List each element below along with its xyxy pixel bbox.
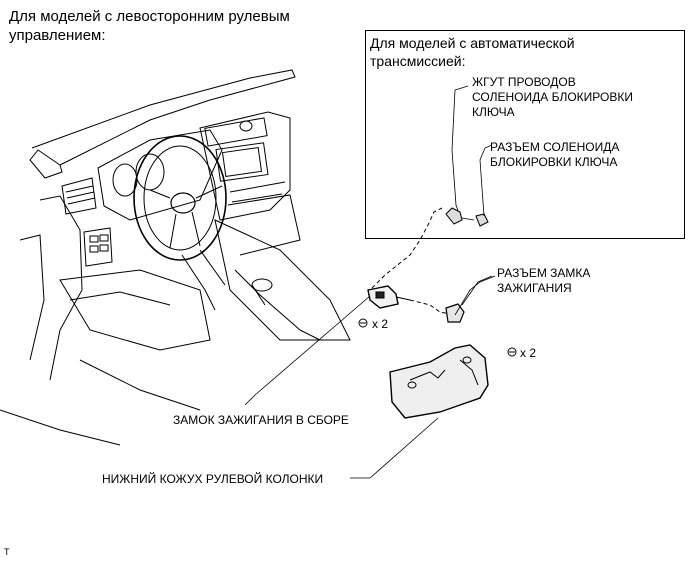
instrument-cluster (97, 129, 223, 221)
lower-column-cover (389, 344, 489, 419)
page-heading: Для моделей с левосторонним рулевым упра… (9, 8, 290, 44)
dashboard-top (31, 69, 296, 166)
knee-panel (59, 269, 211, 351)
center-stack (199, 111, 291, 221)
steering-wheel (133, 135, 227, 261)
screw-cover-icon (507, 347, 517, 357)
switch-panel (83, 227, 113, 267)
leader-ign-connector (461, 275, 493, 306)
automatic-transmission-inset (365, 30, 685, 239)
harness-label: ЖГУТ ПРОВОДОВ СОЛЕНОИДА БЛОКИРОВКИ КЛЮЧА (472, 75, 633, 119)
dashboard-edge (29, 149, 63, 179)
ignition-lock-label: ЗАМОК ЗАЖИГАНИЯ В СБОРЕ (173, 413, 349, 427)
screw-lock-icon (358, 318, 368, 328)
steering-column (181, 249, 226, 311)
lower-cover-label: НИЖНИЙ КОЖУХ РУЛЕВОЙ КОЛОНКИ (102, 472, 324, 486)
screw-qty-cover: x 2 (520, 346, 537, 360)
leader-ignition-lock (244, 295, 371, 406)
corner-mark: T (4, 547, 10, 557)
leader-lower-cover (350, 417, 439, 479)
floor-console (214, 219, 351, 341)
inset-harness-wire (451, 85, 469, 217)
inset-connector-leader (479, 144, 493, 217)
solenoid-connector-label: РАЗЪЕМ СОЛЕНОИДА БЛОКИРОВКИ КЛЮЧА (490, 140, 620, 169)
ignition-connector-label: РАЗЪЕМ ЗАМКА ЗАЖИГАНИЯ (497, 266, 591, 295)
solenoid-dashed (371, 207, 443, 289)
inset-connector (475, 213, 489, 227)
wire-harness-dashed (409, 299, 456, 316)
screw-qty-lock: x 2 (372, 317, 389, 331)
steering-hub (170, 192, 196, 214)
inset-title: Для моделей с автоматической трансмиссие… (370, 35, 575, 69)
ignition-connector-body (445, 303, 465, 323)
